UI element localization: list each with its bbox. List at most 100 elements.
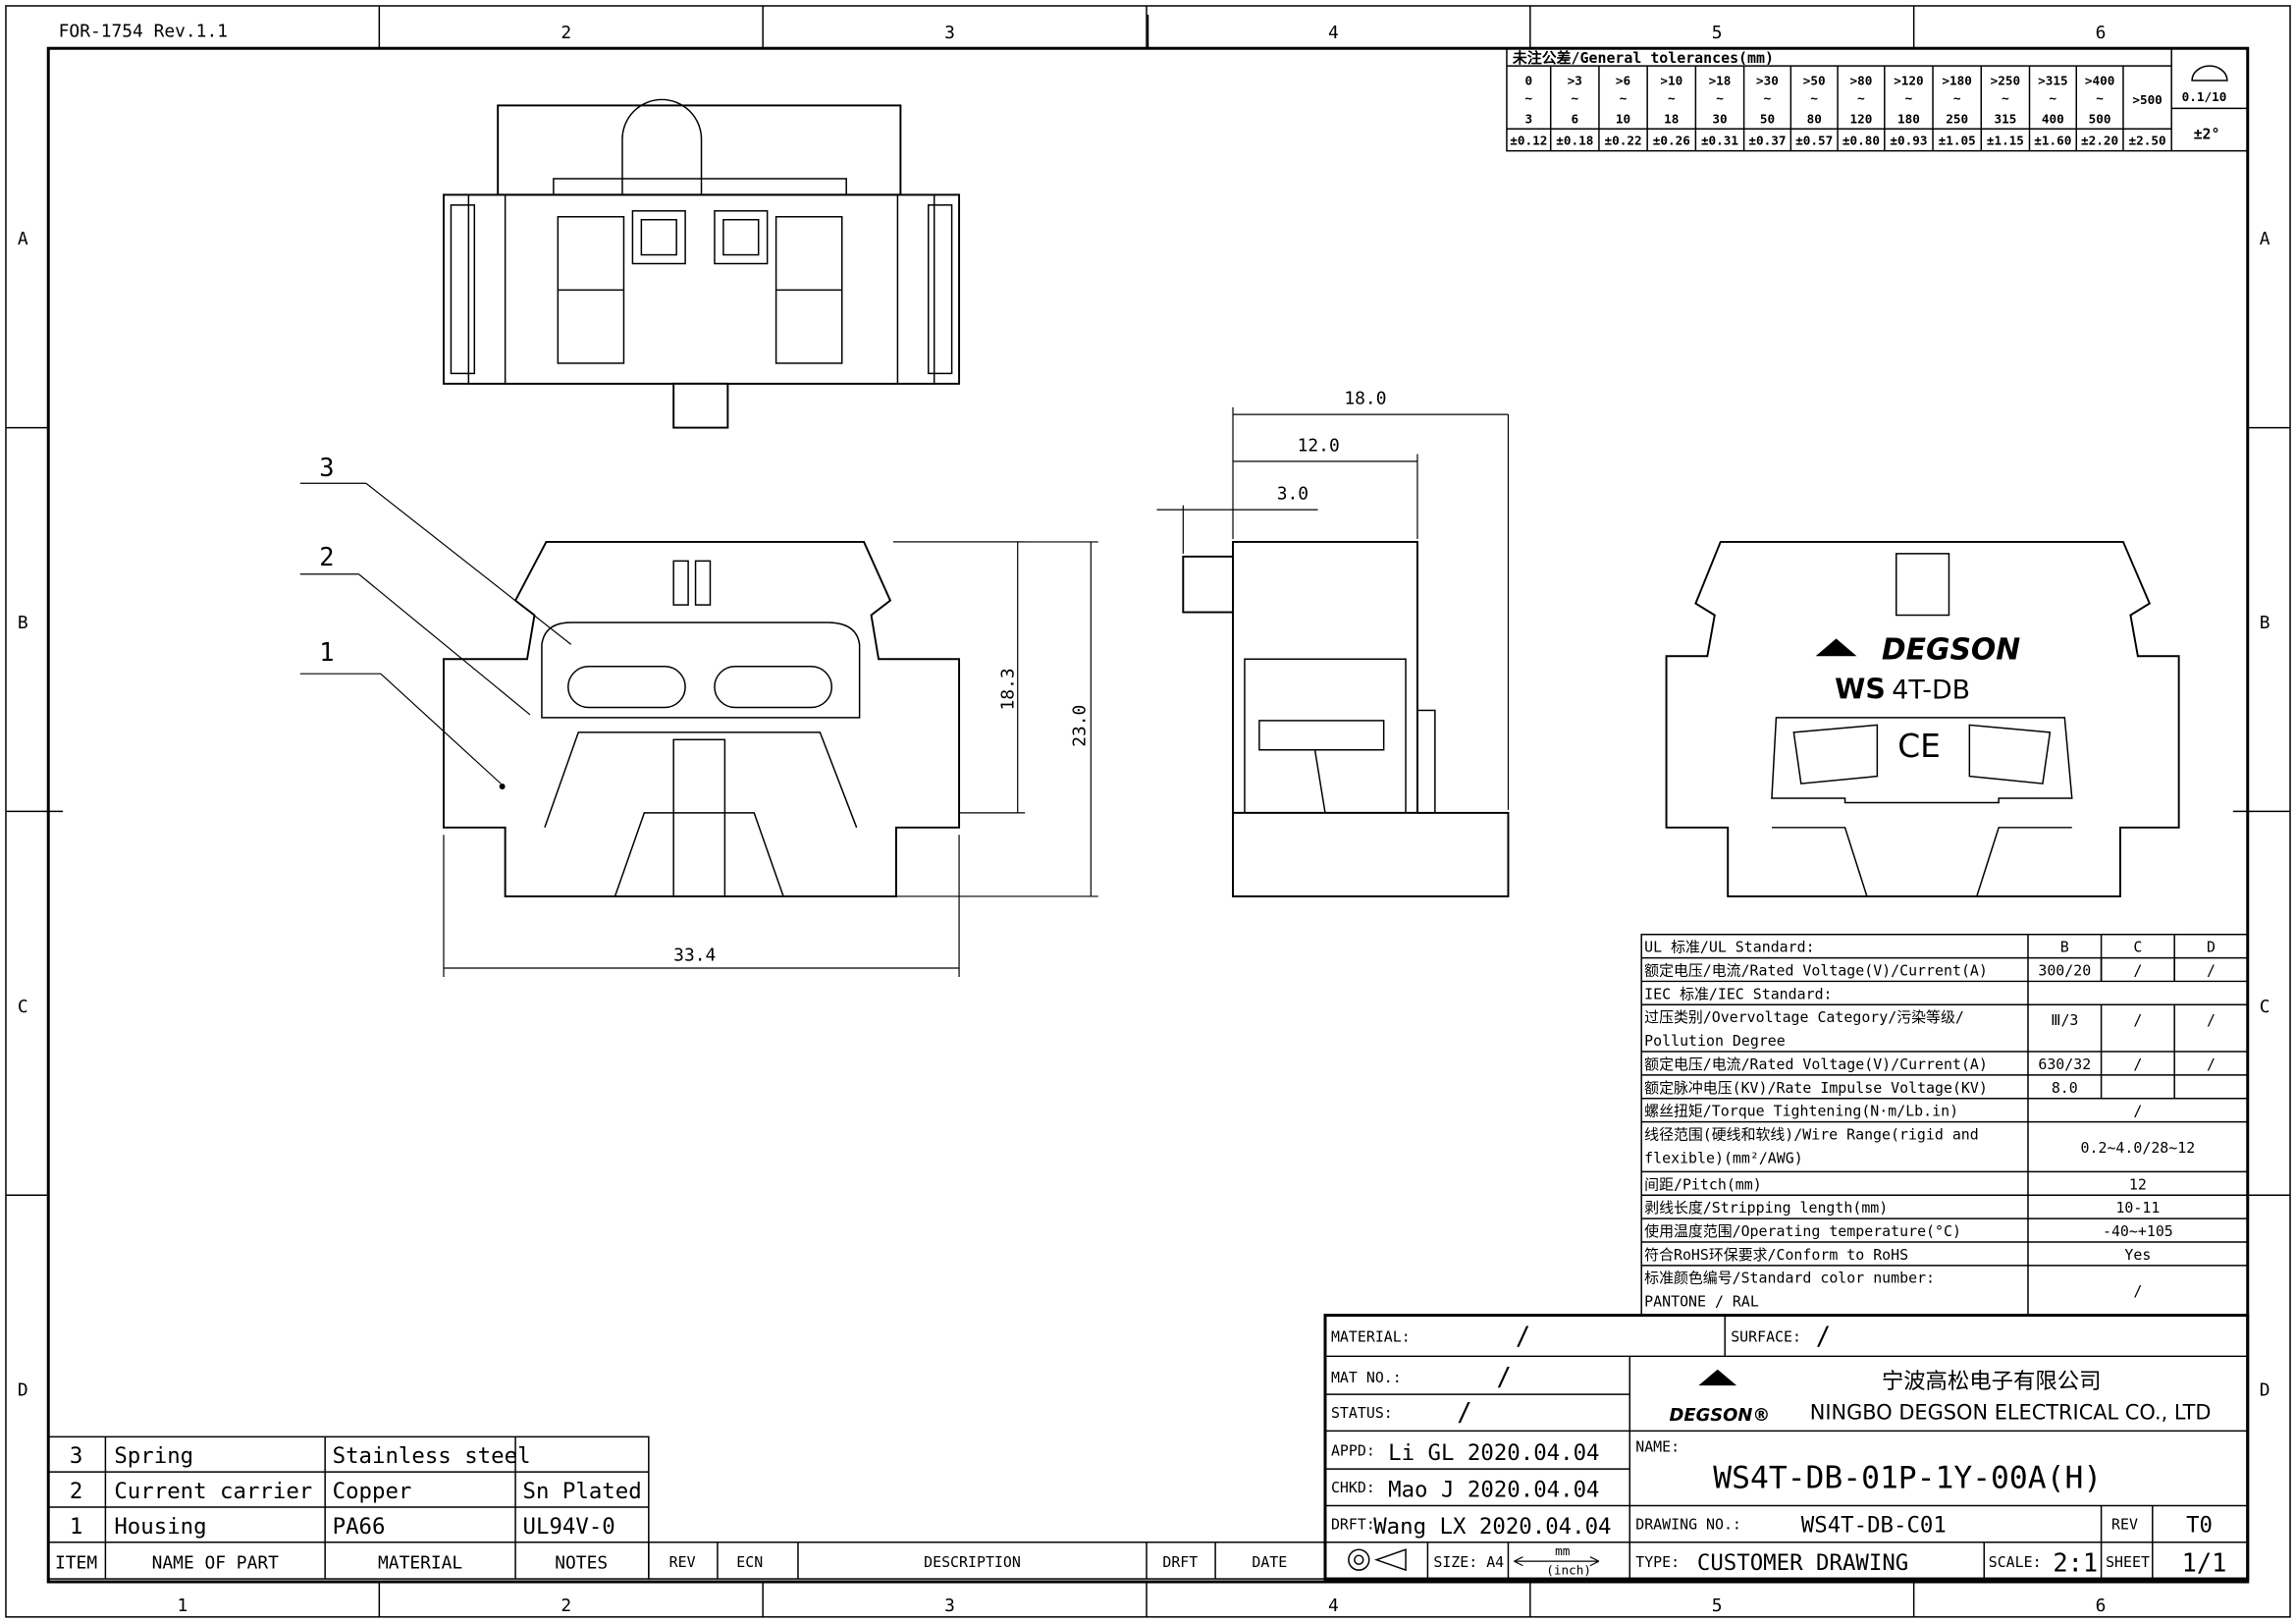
zone-dividers [5,5,2291,1617]
angle-tolerance: 0.1/10 [2182,89,2227,104]
zone-col-5-bottom: 5 [1712,1596,1723,1616]
tolerance-value: ±0.18 [1556,134,1593,148]
scale-label: SCALE: [1989,1553,2042,1571]
tolerance-range-sep: ~ [2096,90,2104,105]
tolerance-range-sep: ~ [1620,90,1628,105]
spec-value-d: / [2207,961,2216,979]
company-logo-icon [1698,1369,1737,1386]
zone-row-b-right: B [2260,613,2270,633]
appd-label: APPD: [1331,1442,1375,1460]
spec-label: 线径范围(硬线和软线)/Wire Range(rigid and [1644,1126,1979,1144]
name-label: NAME: [1635,1437,1680,1455]
drawing-number: WS4T-DB-C01 [1801,1512,1947,1538]
tolerance-value: ±2.20 [2081,134,2118,148]
zone-col-4-bottom: 4 [1328,1596,1339,1616]
callout-1: 1 [319,637,334,667]
part-name: Spring [114,1443,193,1469]
tolerance-value: ±1.60 [2034,134,2071,148]
company-name-cn: 宁波高松电子有限公司 [1882,1369,2102,1394]
tolerance-range-from: >180 [1942,74,1971,88]
tolerance-range-sep: ~ [1857,90,1865,105]
zone-labels: 2 3 4 5 6 1 2 3 4 5 6 A B C D A B C D [18,23,2270,1616]
dimension-labels: 18.0 12.0 3.0 18.3 23.0 33.4 3 2 1 [319,389,1386,966]
title-block: MATERIAL: / SURFACE: / MAT NO.: / STATUS… [1323,1314,2250,1581]
dim-width-12: 12.0 [1298,435,1340,456]
tolerance-range-sep: ~ [1716,90,1724,105]
tolerance-value: ±0.80 [1842,134,1880,148]
spec-label: 额定脉冲电压(KV)/Rate Impulse Voltage(KV) [1644,1079,1988,1097]
tolerance-range-to: 6 [1572,111,1579,126]
callout-3: 3 [319,453,334,482]
tolerance-range-sep: ~ [1905,90,1913,105]
part-material: Copper [333,1479,412,1504]
tolerance-value: ±0.22 [1604,134,1641,148]
spec-value-b: 630/32 [2038,1055,2091,1073]
part-name: Housing [114,1514,206,1540]
part-material: Stainless steel [333,1443,531,1469]
zone-col-6: 6 [2096,23,2107,43]
drft-label: DRFT: [1331,1515,1375,1533]
spec-value: 12 [2129,1175,2147,1193]
tolerance-range-sep: ~ [1668,90,1676,105]
zone-row-d-right: D [2260,1380,2270,1401]
tolerance-range-from: >3 [1568,74,1582,88]
spec-label: 间距/Pitch(mm) [1644,1175,1762,1193]
type-label: TYPE: [1635,1553,1680,1571]
tolerance-range-to: 10 [1616,111,1630,126]
tolerance-range-from: >400 [2085,74,2114,88]
tolerance-range-to: 30 [1712,111,1727,126]
tolerance-range-from: >30 [1756,74,1779,88]
zone-col-5: 5 [1712,23,1723,43]
mat-no-label: MAT NO.: [1331,1369,1402,1386]
spec-label: 额定电压/电流/Rated Voltage(V)/Current(A) [1644,961,1988,979]
spec-value: 10-11 [2115,1199,2160,1217]
tolerance-range-to: 180 [1897,111,1920,126]
zone-row-a-right: A [2260,229,2270,249]
tolerance-range-from: >315 [2038,74,2067,88]
tolerance-range-from: 0 [1525,74,1533,88]
dimension-lines [299,406,1510,977]
part-notes: Sn Plated [523,1479,642,1504]
mat-no-value: / [1497,1362,1512,1391]
spec-label: 额定电压/电流/Rated Voltage(V)/Current(A) [1644,1055,1988,1073]
tolerance-range-to: 3 [1525,111,1533,126]
degson-logo-icon [1815,638,1857,657]
dim-height-23: 23.0 [1069,705,1090,747]
appd-value: Li GL 2020.04.04 [1388,1440,1599,1466]
tolerance-range-to: 400 [2042,111,2064,126]
part-notes: UL94V-0 [523,1514,615,1540]
model-marking: 4T-DB [1892,676,1970,706]
revision-header: DATE [1252,1553,1287,1571]
tolerance-range-from: >50 [1803,74,1826,88]
tolerance-range-to: 18 [1664,111,1679,126]
spec-value-b: 8.0 [2052,1079,2078,1097]
material-label: MATERIAL: [1331,1327,1411,1345]
rear-view: DEGSON WS 4T-DB CE [1665,540,2180,897]
tolerance-title: 未注公差/General tolerances(mm) [1512,49,1774,67]
status-label: STATUS: [1331,1404,1393,1422]
status-value: / [1457,1397,1471,1427]
chkd-value: Mao J 2020.04.04 [1388,1478,1599,1503]
sheet-label: SHEET [2106,1553,2150,1571]
company-logo-text: DEGSON® [1670,1405,1771,1426]
material-value: / [1516,1321,1530,1350]
projection-symbol-icon [1348,1548,1407,1572]
front-view [443,540,961,897]
tolerance-range-to: 120 [1850,111,1873,126]
dim-height-18-3: 18.3 [997,668,1018,710]
spec-label-cont: Pollution Degree [1644,1032,1786,1050]
tolerance-range-from: >80 [1850,74,1873,88]
brand-marking: DEGSON [1882,632,2020,667]
tolerance-value: ±0.93 [1890,134,1927,148]
tolerance-range-from: >18 [1709,74,1732,88]
tolerance-value: ±1.05 [1939,134,1976,148]
spec-label: 剥线长度/Stripping length(mm) [1644,1199,1888,1217]
tolerance-range-to: 250 [1946,111,1968,126]
form-number: FOR-1754 Rev.1.1 [59,21,228,41]
general-tolerance-table: 未注公差/General tolerances(mm) 0.1/10 ±2° 0… [1506,47,2249,152]
tolerance-value: ±1.15 [1987,134,2024,148]
